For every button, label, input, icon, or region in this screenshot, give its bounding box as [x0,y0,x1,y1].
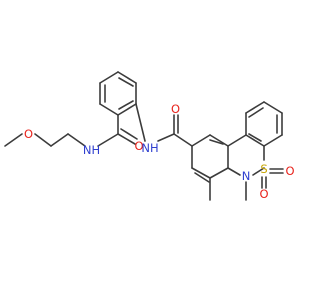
bond-biaryl [227,134,247,147]
bond-ringc-b [245,101,265,114]
atom-label-nh-left-amide: NH [83,143,100,157]
bond-ringb-b-inner [194,172,210,183]
bond-ringb-e-inner [209,139,224,145]
bond-c-o-left-2 [120,128,138,140]
molecule-structure-diagram: O NH O NH O N S O O [0,0,300,300]
bond-benzene-a [99,103,119,116]
bond-ringc-f-inner [248,133,262,142]
bond-ch2-ch2 [50,133,69,147]
bond-ringb-b [191,167,211,179]
bond-ringc-b-inner [248,107,264,118]
bond-lines [4,71,284,201]
atom-label-o-left-carbonyl: O [134,139,143,153]
bond-ringc-f [245,134,265,147]
bond-benzene-f-inner [118,100,134,110]
bond-ringb-e [209,134,229,147]
atom-label-o-sulfonyl-1: O [285,164,294,178]
bond-c-n-ring [227,167,241,176]
bond-ringb-f [191,134,211,147]
atom-label-s-sulfonyl: S [260,162,267,176]
bond-ch2-nh [67,133,86,147]
diagram-background [0,0,300,300]
bond-ringc-c [263,101,283,114]
atom-label-nh-central-amide: NH [141,141,158,155]
atom-label-o-sulfonyl-2: O [259,187,268,201]
bond-o-ch2 [34,133,52,147]
bond-nh-carbonyl-right [157,133,175,142]
bond-n-s [252,167,265,176]
bond-c-o-left-1 [117,133,136,145]
bond-ringb-c [209,167,229,179]
bond-ringc-e [263,134,283,147]
bond-benzene-d-inner [118,77,134,87]
atom-label-o-right-carbonyl: O [171,102,180,116]
bond-nh-carbonyl [97,133,119,147]
bond-carbonyl-tricycle [173,133,193,147]
bond-benzene-c [99,71,119,84]
bond-methyl-o [4,133,23,147]
atom-label-n-ring: N [242,169,251,183]
bond-ring-nh-central [135,103,146,142]
atom-label-o-methoxy: O [24,127,33,141]
bond-benzene-d [117,71,137,84]
atom-labels: O NH O NH O N S O O [24,102,295,201]
bond-benzene-f [117,103,137,116]
